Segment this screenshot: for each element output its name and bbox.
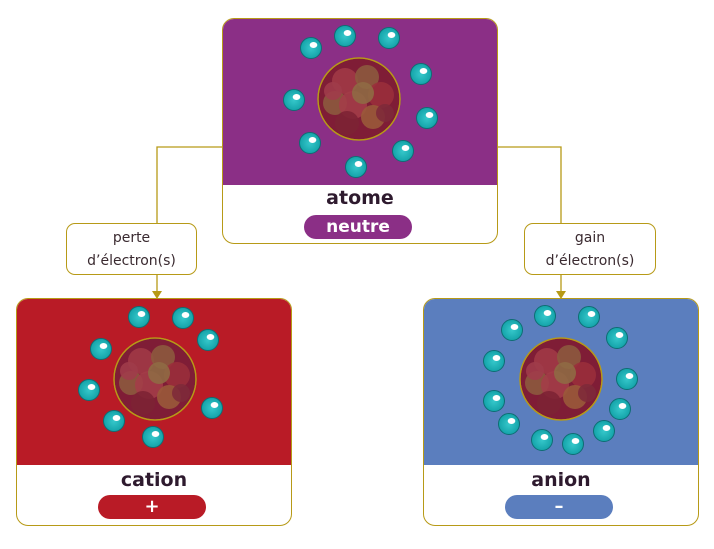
electron-gain-label: gain d’électron(s)	[524, 223, 656, 275]
anion-card: anion –	[423, 298, 699, 526]
nucleus	[519, 337, 603, 421]
atom-card: atome neutre	[222, 18, 498, 244]
electron-icon	[299, 132, 321, 154]
cation-diagram	[78, 306, 223, 448]
right-arrowhead	[556, 291, 566, 299]
electron-icon	[142, 426, 164, 448]
electron-loss-line-1: perte	[112, 230, 151, 246]
anion-badge: –	[505, 495, 613, 519]
left-arrowhead	[152, 291, 162, 299]
electron-loss-line-2: d’électron(s)	[87, 253, 176, 269]
electron-icon	[578, 306, 600, 328]
cation-badge: +	[98, 495, 206, 519]
nucleus	[113, 337, 197, 421]
electron-icon	[534, 305, 556, 327]
electron-gain-line-1: gain	[574, 230, 606, 246]
electron-icon	[300, 37, 322, 59]
electron-icon	[501, 319, 523, 341]
electron-gain-line-2: d’électron(s)	[545, 253, 635, 269]
anion-diagram	[483, 305, 638, 455]
cation-card: cation +	[16, 298, 292, 526]
electron-icon	[197, 329, 219, 351]
electron-icon	[378, 27, 400, 49]
neutral-atom-diagram	[283, 25, 438, 178]
anion-title: anion	[531, 469, 591, 491]
electron-loss-label: perte d’électron(s)	[66, 223, 197, 275]
electron-icon	[345, 156, 367, 178]
electron-icon	[616, 368, 638, 390]
atom-title: atome	[326, 187, 394, 209]
electron-icon	[334, 25, 356, 47]
electron-icon	[498, 413, 520, 435]
electron-icon	[90, 338, 112, 360]
electron-icon	[483, 390, 505, 412]
electron-icon	[103, 410, 125, 432]
cation-title: cation	[120, 469, 188, 491]
electron-icon	[416, 107, 438, 129]
electron-icon	[562, 433, 584, 455]
neutral-badge: neutre	[304, 215, 412, 239]
electrons	[78, 306, 223, 448]
electron-icon	[531, 429, 553, 451]
electron-icon	[483, 350, 505, 372]
electron-icon	[609, 398, 631, 420]
electron-icon	[593, 420, 615, 442]
electron-icon	[410, 63, 432, 85]
electrons	[483, 305, 638, 455]
electron-icon	[78, 379, 100, 401]
electron-icon	[392, 140, 414, 162]
electron-icon	[606, 327, 628, 349]
electrons	[283, 25, 438, 178]
nucleus	[317, 57, 401, 141]
electron-icon	[283, 89, 305, 111]
electron-icon	[172, 307, 194, 329]
electron-icon	[128, 306, 150, 328]
electron-icon	[201, 397, 223, 419]
